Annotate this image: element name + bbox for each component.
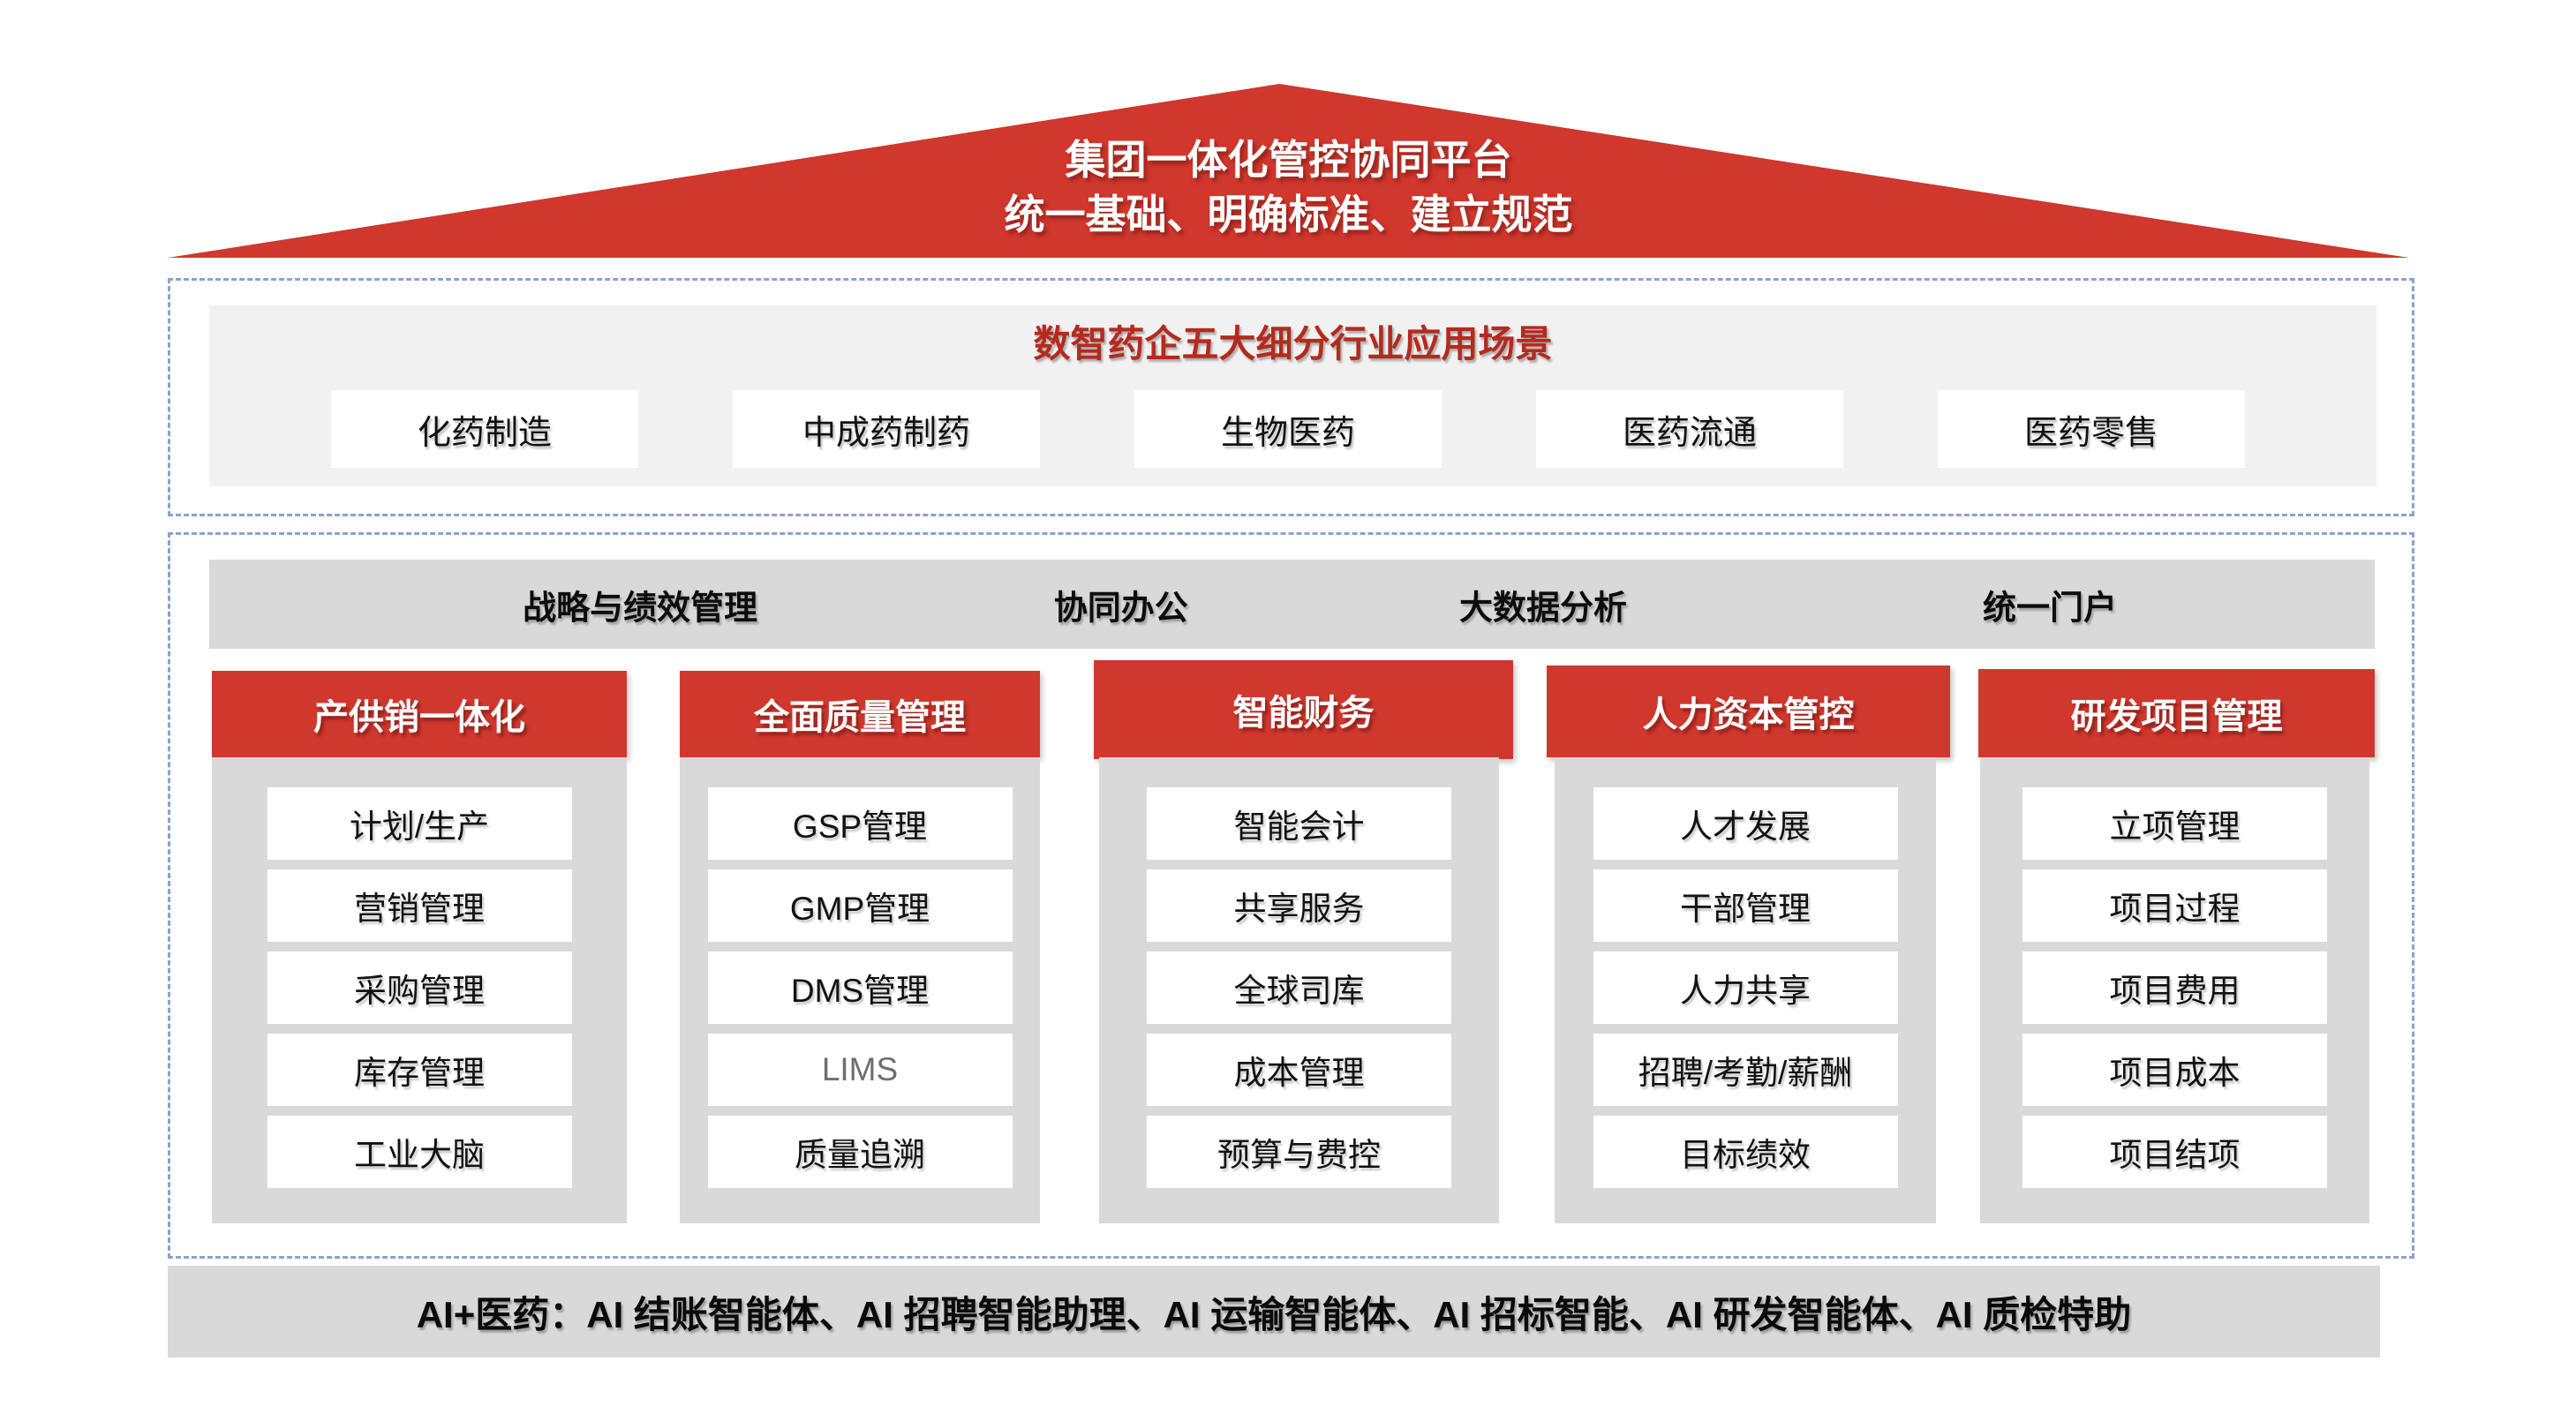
capability-bar: 战略与绩效管理 协同办公 大数据分析 统一门户 <box>209 560 2375 649</box>
column-item-lims: LIMS <box>707 1034 1013 1106</box>
column-header-quality: 全面质量管理 <box>680 671 1040 757</box>
industry-item-distribution: 医药流通 <box>1536 390 1843 468</box>
column-item: 共享服务 <box>1147 869 1451 942</box>
column-item: 人才发展 <box>1593 787 1898 860</box>
column-header-rd: 研发项目管理 <box>1978 669 2375 757</box>
column-item: 招聘/考勤/薪酬 <box>1593 1034 1898 1106</box>
column-item: 计划/生产 <box>267 787 572 860</box>
industry-item-tcm-pharma: 中成药制药 <box>733 390 1040 468</box>
column-item: 人力共享 <box>1593 951 1898 1024</box>
column-item: 干部管理 <box>1593 869 1898 942</box>
column-item: 智能会计 <box>1147 787 1451 860</box>
column-body-finance: 智能会计 共享服务 全球司库 成本管理 预算与费控 <box>1099 757 1499 1223</box>
column-header-supply-chain: 产供销一体化 <box>212 671 627 757</box>
column-item: 工业大脑 <box>267 1116 572 1188</box>
industry-row: 化药制造 中成药制药 生物医药 医药流通 医药零售 <box>331 390 2245 468</box>
platform-roof: 集团一体化管控协同平台 统一基础、明确标准、建立规范 <box>168 84 2409 258</box>
capability-big-data-analytics: 大数据分析 <box>1459 590 1628 627</box>
column-item: 成本管理 <box>1147 1034 1451 1106</box>
industry-item-retail: 医药零售 <box>1938 390 2245 468</box>
industry-panel: 数智药企五大细分行业应用场景 化药制造 中成药制药 生物医药 医药流通 医药零售 <box>209 305 2376 486</box>
column-body-hr: 人才发展 干部管理 人力共享 招聘/考勤/薪酬 目标绩效 <box>1555 757 1936 1223</box>
capability-strategy-performance: 战略与绩效管理 <box>523 590 758 627</box>
roof-subtitle: 统一基础、明确标准、建立规范 <box>1004 192 1573 237</box>
column-item: 采购管理 <box>267 951 572 1024</box>
column-body-quality: GSP管理 GMP管理 DMS管理 LIMS 质量追溯 <box>680 757 1040 1223</box>
column-item: 预算与费控 <box>1147 1116 1451 1188</box>
column-item: 项目结项 <box>2022 1116 2327 1188</box>
column-item: 全球司库 <box>1147 951 1451 1024</box>
industry-section: 数智药企五大细分行业应用场景 化药制造 中成药制药 生物医药 医药流通 医药零售 <box>168 278 2414 516</box>
column-item: 质量追溯 <box>707 1116 1013 1188</box>
column-header-hr: 人力资本管控 <box>1547 666 1950 757</box>
column-item: GMP管理 <box>707 869 1013 942</box>
column-item: 项目过程 <box>2022 869 2327 942</box>
ai-bar: AI+医药：AI 结账智能体、AI 招聘智能助理、AI 运输智能体、AI 招标智… <box>168 1266 2380 1358</box>
industry-item-biopharma: 生物医药 <box>1134 390 1442 468</box>
ai-bar-text: AI+医药：AI 结账智能体、AI 招聘智能助理、AI 运输智能体、AI 招标智… <box>416 1293 2132 1335</box>
column-header-finance: 智能财务 <box>1094 660 1513 759</box>
column-item: DMS管理 <box>707 951 1013 1024</box>
column-item: 营销管理 <box>267 869 572 942</box>
platform-section: 战略与绩效管理 协同办公 大数据分析 统一门户 产供销一体化 计划/生产 营销管… <box>168 532 2414 1259</box>
column-item: 目标绩效 <box>1593 1116 1898 1188</box>
industry-item-chem-manufacturing: 化药制造 <box>331 390 638 468</box>
column-item: GSP管理 <box>707 787 1013 860</box>
industry-section-title: 数智药企五大细分行业应用场景 <box>1033 323 1553 365</box>
column-body-rd: 立项管理 项目过程 项目费用 项目成本 项目结项 <box>1980 757 2369 1223</box>
column-item: 立项管理 <box>2022 787 2327 860</box>
column-item: 项目费用 <box>2022 951 2327 1024</box>
column-item: 库存管理 <box>267 1034 572 1106</box>
capability-unified-portal: 统一门户 <box>1983 590 2118 627</box>
column-item: 项目成本 <box>2022 1034 2327 1106</box>
roof-text: 集团一体化管控协同平台 统一基础、明确标准、建立规范 <box>168 132 2409 242</box>
roof-title: 集团一体化管控协同平台 <box>1065 137 1512 183</box>
column-body-supply-chain: 计划/生产 营销管理 采购管理 库存管理 工业大脑 <box>212 757 627 1223</box>
capability-collaborative-office: 协同办公 <box>1053 590 1188 627</box>
